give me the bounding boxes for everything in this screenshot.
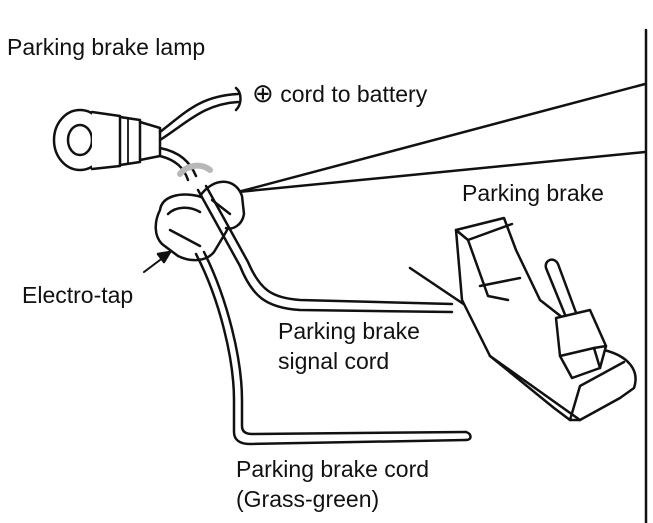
lamp-bulb-icon — [52, 108, 162, 172]
electro-tap-connector-icon — [154, 162, 246, 262]
electro-tap-pointer — [143, 250, 172, 273]
parking-brake-label: Parking brake — [462, 180, 604, 206]
battery-plus-icon: ⊕ — [252, 78, 274, 108]
battery-cord — [158, 86, 242, 142]
electro-tap-label: Electro-tap — [22, 282, 134, 308]
lamp-to-tap-wire — [158, 146, 198, 182]
brake-cord-label-line1: Parking brake cord — [236, 456, 430, 482]
zoom-lines — [236, 82, 647, 194]
battery-cord-text: cord to battery — [280, 81, 428, 107]
signal-cord-label-line1: Parking brake — [278, 318, 420, 344]
lamp-label: Parking brake lamp — [7, 34, 206, 60]
signal-cord-label-line2: signal cord — [278, 348, 390, 374]
brake-cord — [194, 250, 472, 446]
parking-brake-lever-icon — [408, 216, 637, 422]
battery-cord-label: ⊕ cord to battery — [252, 80, 427, 107]
brake-cord-label-line2: (Grass-green) — [236, 486, 380, 512]
signal-cord — [196, 184, 454, 314]
